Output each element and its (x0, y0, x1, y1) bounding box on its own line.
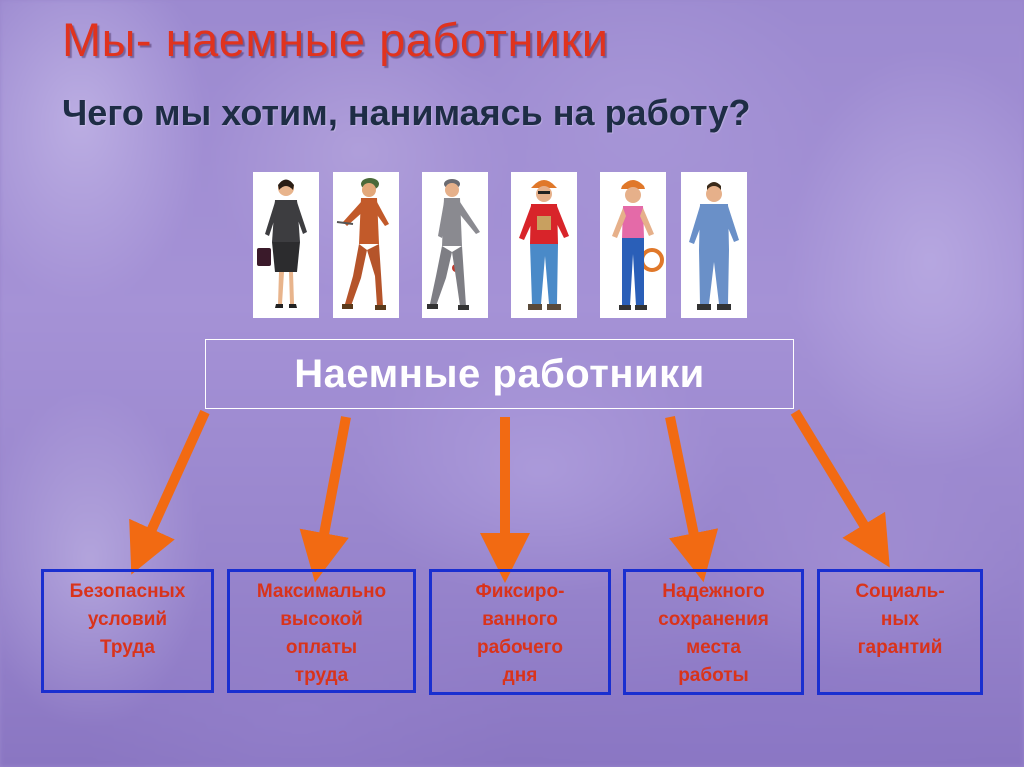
arrow-5 (790, 409, 890, 568)
goal-box-social-guarantees: Социаль- ных гарантий (817, 569, 983, 695)
goal-box-safe-conditions: Безопасных условий Труда (41, 569, 214, 693)
arrow-4 (665, 416, 719, 583)
main-concept-label: Наемные работники (294, 351, 705, 396)
female-worker-icon (422, 172, 488, 318)
goal-box-fixed-hours: Фиксиро- ванного рабочего дня (429, 569, 611, 695)
slide-subtitle: Чего мы хотим, нанимаясь на работу? (62, 92, 751, 133)
goal-label: Фиксиро- ванного рабочего дня (475, 581, 565, 686)
woman-worker-icon (600, 172, 666, 318)
businesswoman-icon (253, 172, 319, 318)
goal-label: Безопасных условий Труда (69, 581, 186, 658)
goal-box-job-security: Надежного сохранения места работы (623, 569, 804, 695)
builder-icon (511, 172, 577, 318)
electrician-icon (333, 172, 399, 318)
slide-title: Мы- наемные работники (62, 13, 609, 66)
goal-label: Максимально высокой оплаты труда (256, 581, 387, 686)
arrow-1 (129, 409, 210, 575)
main-concept-box: Наемные работники (205, 339, 794, 409)
goal-label: Социаль- ных гарантий (855, 581, 945, 658)
goal-box-max-pay: Максимально высокой оплаты труда (227, 569, 416, 693)
goal-label: Надежного сохранения места работы (658, 581, 769, 686)
mechanic-icon (681, 172, 747, 318)
arrow-2 (299, 416, 351, 583)
